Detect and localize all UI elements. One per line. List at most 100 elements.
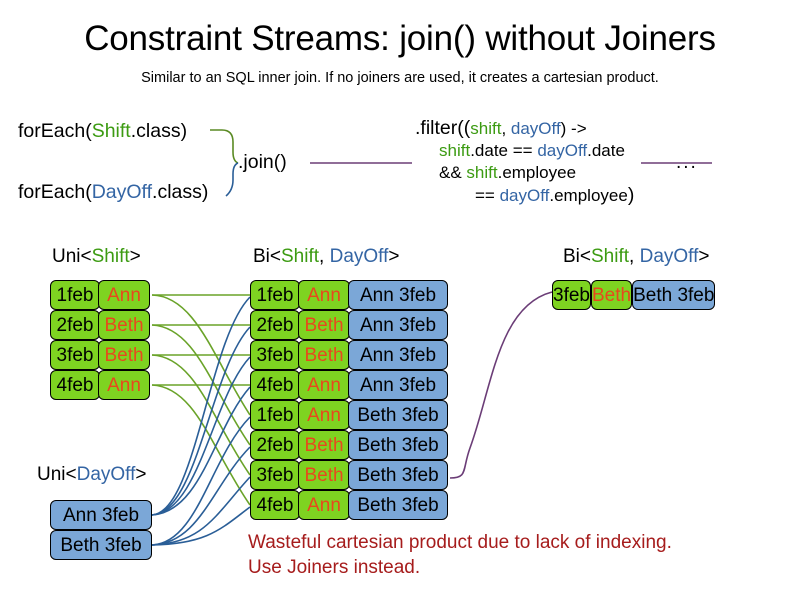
- bi-name-cell: Ann: [298, 490, 350, 520]
- filter-arrow: ) ->: [560, 119, 587, 138]
- ellipsis-continuation: ...: [676, 152, 698, 173]
- caption-bi-middle: Bi<Shift, DayOff>: [253, 245, 399, 269]
- caption-uni-dayoff-prefix: Uni<: [37, 464, 77, 485]
- link-bi7-to-result: [449, 291, 553, 479]
- filter-param-comma: ,: [501, 119, 511, 138]
- bi-name-cell: Beth: [298, 460, 350, 490]
- bi-dayoff-cell: Beth 3feb: [348, 400, 448, 430]
- filter-l2-dayoff: dayOff: [537, 141, 588, 160]
- bi-dayoff-cell: Beth 3feb: [348, 430, 448, 460]
- bi-name-cell: Beth: [298, 430, 350, 460]
- link-shift3-bi7: [151, 354, 251, 476]
- foreach-shift-suffix: .class): [130, 120, 188, 142]
- caption-bi-right-prefix: Bi<: [563, 246, 591, 267]
- filter-line-3: && shift.employee: [415, 162, 634, 184]
- bi-date-cell: 2feb: [250, 310, 300, 340]
- bi-name-cell: Ann: [298, 280, 350, 310]
- link-dayoff1-bi3: [151, 356, 251, 516]
- bi-dayoff-cell: Ann 3feb: [348, 370, 448, 400]
- bi-date-cell: 1feb: [250, 280, 300, 310]
- link-dayoff2-bi5: [151, 416, 251, 546]
- dayoff-fact-row[interactable]: Beth 3feb: [50, 530, 152, 560]
- bi-name-cell: Ann: [298, 370, 350, 400]
- warning-line-2: Use Joiners instead.: [248, 557, 421, 578]
- foreach-dayoff-prefix: forEach(: [18, 181, 92, 203]
- shift-name-cell: Ann: [98, 370, 150, 400]
- bi-dayoff-cell: Ann 3feb: [348, 340, 448, 370]
- result-name-cell: Beth: [590, 280, 633, 310]
- filter-l2-mid: .date ==: [470, 141, 538, 160]
- filter-line-2: shift.date == dayOff.date: [415, 140, 634, 162]
- bi-date-cell: 2feb: [250, 430, 300, 460]
- code-join-call: .join(): [238, 151, 287, 173]
- page-title: Constraint Streams: join() without Joine…: [84, 19, 716, 58]
- caption-bi-right-type1: Shift: [591, 246, 630, 267]
- bi-date-cell: 4feb: [250, 490, 300, 520]
- filter-open: .filter((: [415, 117, 471, 139]
- filter-l4-dayoff: dayOff: [499, 186, 550, 205]
- caption-uni-dayoff-type: DayOff: [76, 464, 136, 485]
- shift-date-cell: 4feb: [50, 370, 100, 400]
- filter-l4-end: .employee: [549, 186, 628, 205]
- caption-uni-dayoff-suffix: >: [135, 464, 147, 485]
- bi-date-cell: 4feb: [250, 370, 300, 400]
- link-dayoff2-bi7: [151, 476, 251, 546]
- caption-uni-shift-type: Shift: [91, 246, 130, 267]
- dayoff-label-cell: Beth 3feb: [50, 530, 152, 560]
- filter-close-paren: ): [627, 184, 635, 206]
- result-tuple-row[interactable]: 3feb Beth Beth 3feb: [552, 280, 750, 310]
- caption-uni-shift-suffix: >: [129, 246, 141, 267]
- filter-param-dayoff: dayOff: [510, 119, 561, 138]
- caption-bi-middle-type1: Shift: [281, 246, 320, 267]
- link-dayoff2-bi8: [151, 506, 251, 546]
- shift-name-cell: Beth: [98, 310, 150, 340]
- link-shift1-bi5: [151, 294, 251, 416]
- bi-dayoff-cell: Ann 3feb: [348, 280, 448, 310]
- caption-bi-middle-sep: ,: [319, 246, 330, 267]
- brace-dayoff-to-join: [225, 162, 239, 197]
- filter-l3-shift: shift: [466, 163, 498, 182]
- result-dayoff-cell: Beth 3feb: [632, 280, 716, 310]
- bi-name-cell: Beth: [298, 310, 350, 340]
- foreach-dayoff-type: DayOff: [91, 181, 153, 203]
- bi-date-cell: 3feb: [250, 460, 300, 490]
- shift-date-cell: 2feb: [50, 310, 100, 340]
- bi-dayoff-cell: Beth 3feb: [348, 460, 448, 490]
- caption-bi-right: Bi<Shift, DayOff>: [563, 245, 709, 269]
- bi-date-cell: 3feb: [250, 340, 300, 370]
- bi-date-cell: 1feb: [250, 400, 300, 430]
- shift-date-cell: 3feb: [50, 340, 100, 370]
- shift-name-cell: Beth: [98, 340, 150, 370]
- dayoff-fact-row[interactable]: Ann 3feb: [50, 500, 152, 530]
- foreach-shift-type: Shift: [91, 120, 131, 142]
- caption-bi-right-sep: ,: [629, 246, 640, 267]
- link-dayoff1-bi4: [151, 386, 251, 516]
- link-dayoff1-bi1: [151, 296, 251, 516]
- filter-l4-eq: ==: [475, 186, 500, 205]
- shift-date-cell: 1feb: [50, 280, 100, 310]
- link-dayoff2-bi6: [151, 446, 251, 546]
- caption-bi-middle-type2: DayOff: [329, 246, 389, 267]
- caption-bi-right-suffix: >: [698, 246, 710, 267]
- filter-l3-end: .employee: [497, 163, 577, 182]
- filter-l2-end: .date: [587, 141, 625, 160]
- caption-bi-middle-prefix: Bi<: [253, 246, 281, 267]
- filter-l2-shift: shift: [439, 141, 471, 160]
- result-date-cell: 3feb: [552, 280, 591, 310]
- code-foreach-shift: forEach(Shift.class): [18, 119, 187, 144]
- warning-message: Wasteful cartesian product due to lack o…: [248, 530, 672, 580]
- link-shift2-bi6: [151, 324, 251, 446]
